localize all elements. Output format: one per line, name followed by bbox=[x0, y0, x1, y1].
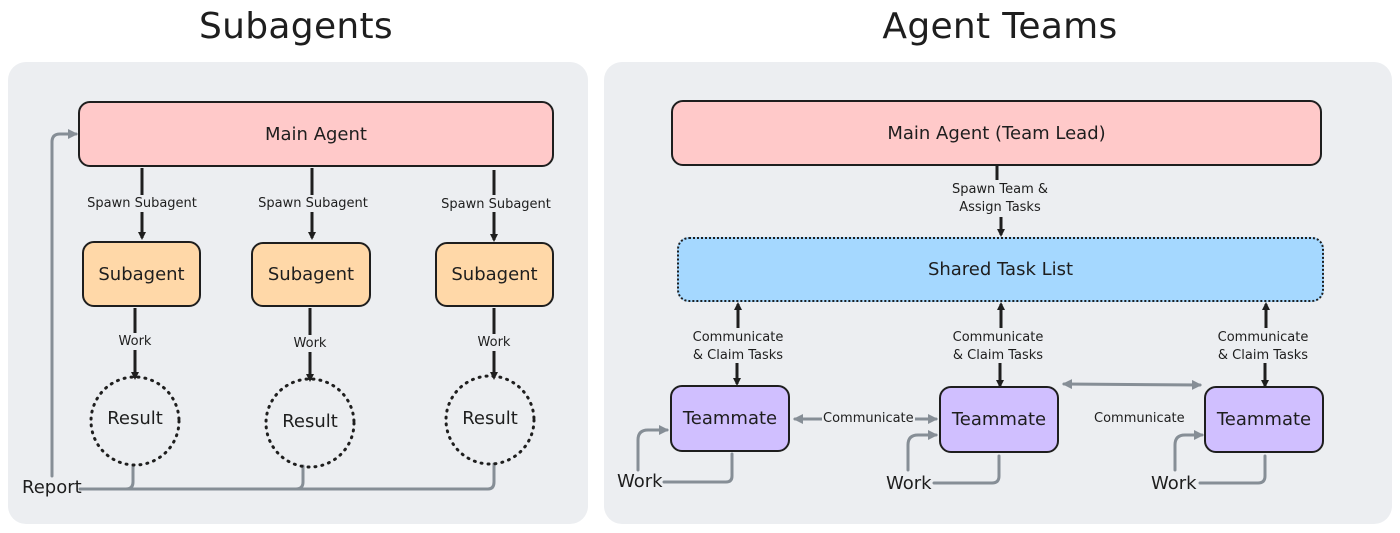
work-loop-2-return bbox=[932, 454, 1001, 485]
teammate-label: Teammate bbox=[951, 409, 1047, 430]
work-loop-1-return bbox=[662, 452, 734, 484]
subagent-node-1: Subagent bbox=[82, 241, 201, 307]
subagent-label: Subagent bbox=[451, 264, 538, 285]
claim-label-2a: Communicate bbox=[952, 330, 1044, 345]
main-agent-label: Main Agent bbox=[265, 123, 367, 145]
spawn-team-label-2: Assign Tasks bbox=[959, 200, 1041, 215]
claim-label-1b: & Claim Tasks bbox=[692, 348, 784, 363]
spawn-label-3: Spawn Subagent bbox=[441, 197, 551, 212]
result-circle-1 bbox=[89, 375, 181, 467]
main-agent-node: Main Agent bbox=[78, 101, 554, 167]
communicate-label-1: Communicate bbox=[822, 410, 915, 428]
report-branch-1 bbox=[124, 463, 135, 491]
work-label-teammate-1: Work bbox=[617, 471, 663, 492]
result-circle-2 bbox=[264, 377, 356, 469]
teammate-node-3: Teammate bbox=[1204, 386, 1324, 453]
work-loop-1 bbox=[636, 425, 669, 472]
subagent-node-2: Subagent bbox=[251, 242, 371, 307]
report-label: Report bbox=[22, 477, 82, 498]
work-loop-3-return bbox=[1198, 454, 1267, 485]
spawn-team-label-1: Spawn Team & bbox=[951, 182, 1049, 197]
subagent-node-3: Subagent bbox=[435, 242, 554, 307]
work-loop-3 bbox=[1173, 430, 1204, 472]
spawn-label-1: Spawn Subagent bbox=[87, 196, 197, 211]
teammate-label: Teammate bbox=[1216, 409, 1312, 430]
work-label-3: Work bbox=[477, 335, 511, 350]
report-branch-2 bbox=[294, 464, 305, 491]
team-lead-node: Main Agent (Team Lead) bbox=[671, 100, 1322, 166]
subagent-label: Subagent bbox=[98, 263, 185, 285]
work-label-1: Work bbox=[118, 334, 152, 349]
claim-label-1a: Communicate bbox=[692, 330, 784, 345]
teammate-label: Teammate bbox=[682, 408, 778, 429]
communicate-arrow-2-3 bbox=[1062, 379, 1202, 390]
work-label-2: Work bbox=[293, 336, 327, 351]
report-line bbox=[78, 462, 496, 491]
subagents-title: Subagents bbox=[199, 6, 393, 47]
shared-task-list-label: Shared Task List bbox=[927, 259, 1074, 280]
spawn-label-2: Spawn Subagent bbox=[258, 196, 368, 211]
result-label-1: Result bbox=[107, 408, 163, 429]
result-label-3: Result bbox=[462, 408, 518, 429]
teammate-node-1: Teammate bbox=[670, 385, 790, 452]
work-loop-2 bbox=[906, 430, 938, 472]
teammate-node-2: Teammate bbox=[939, 386, 1059, 453]
result-circle-3 bbox=[444, 374, 536, 466]
communicate-label-2: Communicate bbox=[1094, 411, 1185, 426]
work-label-teammate-3: Work bbox=[1151, 473, 1197, 494]
subagent-label: Subagent bbox=[267, 264, 355, 285]
result-label-2: Result bbox=[282, 411, 338, 432]
claim-label-2b: & Claim Tasks bbox=[952, 348, 1044, 363]
work-label-teammate-2: Work bbox=[886, 473, 932, 494]
agent-teams-title: Agent Teams bbox=[882, 6, 1118, 47]
shared-task-list-node: Shared Task List bbox=[677, 237, 1324, 302]
claim-label-3a: Communicate bbox=[1217, 330, 1309, 345]
report-return-arrow bbox=[50, 129, 78, 478]
claim-label-3b: & Claim Tasks bbox=[1217, 348, 1309, 363]
team-lead-label: Main Agent (Team Lead) bbox=[887, 122, 1106, 144]
